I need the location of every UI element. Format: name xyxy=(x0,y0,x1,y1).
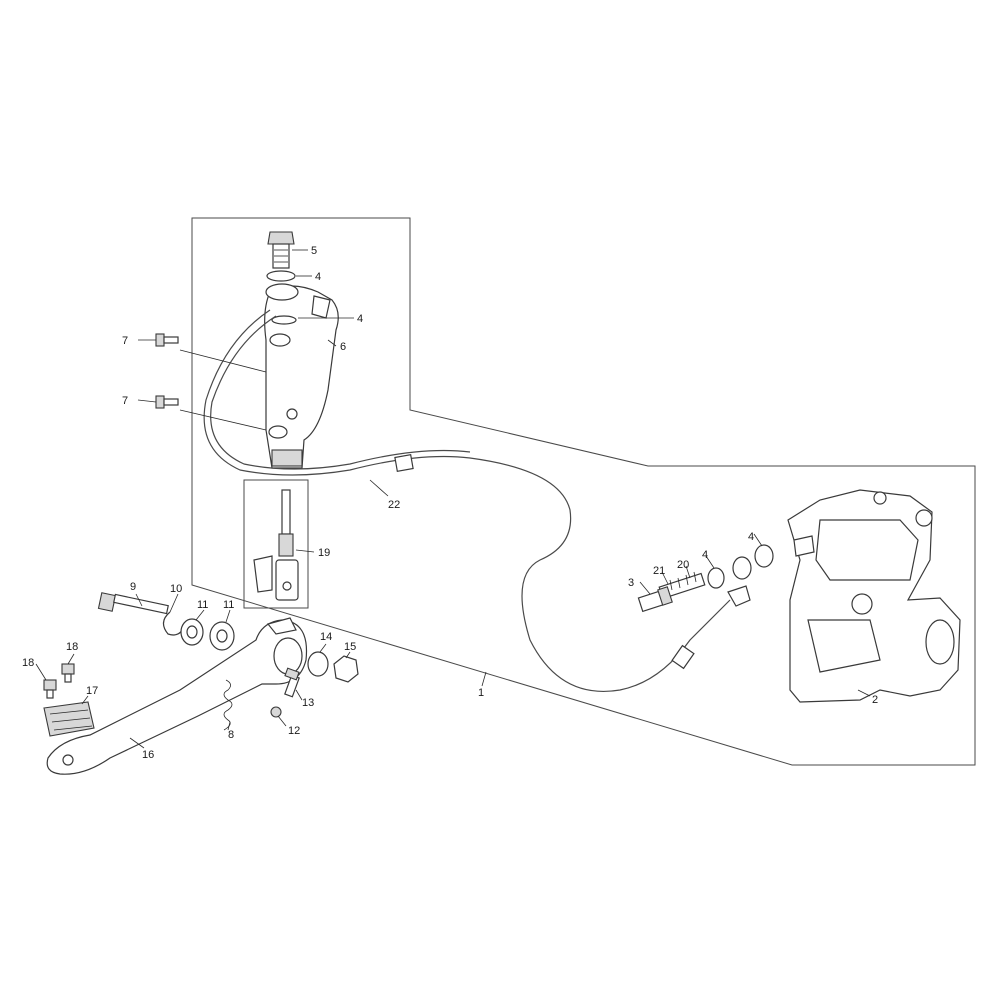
screw-18-b xyxy=(61,663,75,683)
callout-6: 6 xyxy=(340,341,346,353)
callout-1: 1 xyxy=(478,687,484,699)
callout-7-b: 7 xyxy=(122,395,128,407)
pedal-tip-17 xyxy=(43,701,95,737)
washer-4-lower xyxy=(271,315,297,325)
hose-ferrule xyxy=(394,454,414,472)
callout-13: 13 xyxy=(302,697,314,709)
callout-19: 19 xyxy=(318,547,330,559)
brake-hose-22-inner xyxy=(210,315,471,470)
callout-4-d: 4 xyxy=(748,531,754,543)
callout-16: 16 xyxy=(142,749,154,761)
assembly-outline xyxy=(191,217,976,766)
brake-hose-22 xyxy=(203,309,731,692)
callout-10: 10 xyxy=(170,583,182,595)
washer-20 xyxy=(707,567,725,589)
callout-15: 15 xyxy=(344,641,356,653)
screw-18-a xyxy=(43,679,57,699)
nut-15 xyxy=(333,655,359,683)
callout-7-a: 7 xyxy=(122,335,128,347)
callout-18-b: 18 xyxy=(22,657,34,669)
washer-14 xyxy=(307,651,329,677)
callout-8: 8 xyxy=(228,729,234,741)
inset-frame-19 xyxy=(243,479,309,609)
callout-18-a: 18 xyxy=(66,641,78,653)
callout-4-c: 4 xyxy=(702,549,708,561)
banjo-bolt-5 xyxy=(267,231,295,269)
callout-2: 2 xyxy=(872,694,878,706)
callout-11-a: 11 xyxy=(197,599,208,611)
callout-14: 14 xyxy=(320,631,332,643)
washer-4-caliper-b xyxy=(732,556,752,580)
brake-pedal-16 xyxy=(46,617,308,775)
callout-5: 5 xyxy=(311,245,317,257)
callout-4-a: 4 xyxy=(315,271,321,283)
return-spring-8 xyxy=(223,679,233,731)
stop-bolt-13 xyxy=(284,667,300,698)
nut-12 xyxy=(270,706,282,718)
bearing-11-a-inner xyxy=(186,625,198,639)
callout-20: 20 xyxy=(677,559,689,571)
washer-4-caliper-a xyxy=(754,544,774,568)
callout-3: 3 xyxy=(628,577,634,589)
hose-end-fitting xyxy=(727,585,751,607)
callout-4-b: 4 xyxy=(357,313,363,325)
pivot-bolt-9 xyxy=(97,592,169,615)
callout-labels: 5 4 4 6 7 7 22 19 9 10 11 11 18 18 17 14… xyxy=(22,245,878,761)
master-cylinder-6 xyxy=(264,283,339,469)
callout-12: 12 xyxy=(288,725,300,737)
callout-11-b: 11 xyxy=(223,599,234,611)
push-rod-19 xyxy=(253,489,299,601)
bolt-7-upper xyxy=(155,333,179,347)
leader-lines xyxy=(35,249,871,749)
hose-ferrule-lower xyxy=(671,644,695,670)
callout-9: 9 xyxy=(130,581,136,593)
washer-4-upper xyxy=(266,270,296,282)
bearing-11-b-inner xyxy=(216,629,228,643)
callout-17: 17 xyxy=(86,685,98,697)
callout-21: 21 xyxy=(653,565,665,577)
bleeder-3 xyxy=(637,586,673,613)
brake-caliper-2 xyxy=(787,489,961,703)
bolt-7-lower xyxy=(155,395,179,409)
callout-22: 22 xyxy=(388,499,400,511)
